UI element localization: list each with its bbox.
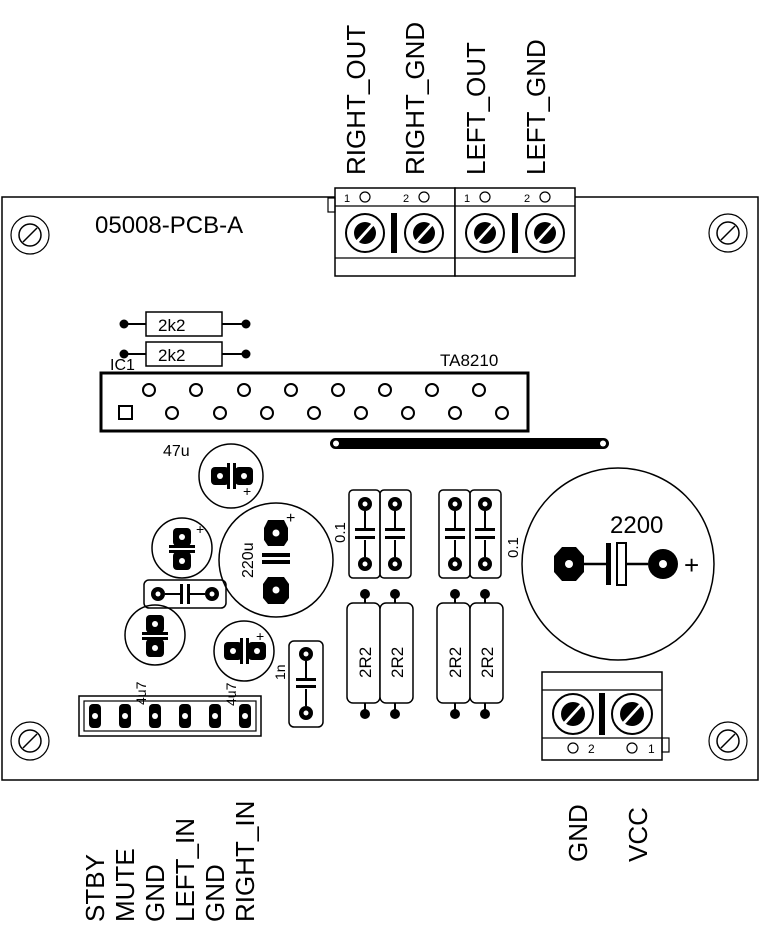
plus-2200: + <box>684 550 699 580</box>
label-right-gnd: RIGHT_GND <box>400 22 430 175</box>
label-2200: 2200 <box>610 512 663 539</box>
capacitor-pair-0.1-right: 0.1 <box>438 489 522 579</box>
label-gnd-input-2: GND <box>200 864 230 922</box>
label-gnd-power: GND <box>563 804 593 862</box>
power-labels: GND VCC <box>563 804 653 862</box>
capacitor-1n: 1n <box>272 640 324 728</box>
ic-ref-label: IC1 <box>110 357 135 374</box>
pin-1-right-out: 1 <box>344 193 350 205</box>
label-4u7-right: 4u7 <box>223 682 239 706</box>
board-title: 05008-PCB-A <box>95 212 243 239</box>
label-mute: MUTE <box>110 848 140 922</box>
pin-1-vcc: 1 <box>648 742 655 756</box>
capacitor-0.1-horizontal <box>143 579 227 609</box>
resistor-2r2-group-right: 2R2 2R2 <box>436 589 504 719</box>
terminal-block-right-out: 1 2 <box>327 187 456 277</box>
input-header <box>78 695 262 737</box>
label-stby: STBY <box>80 854 110 922</box>
plus-220u: + <box>286 510 295 527</box>
pin-2-right-gnd: 2 <box>403 193 409 205</box>
label-2r2-4: 2R2 <box>478 647 497 678</box>
label-4u7-left: 4u7 <box>133 681 149 705</box>
capacitor-pair-0.1-left: 0.1 <box>332 489 412 579</box>
capacitor-47u: + <box>198 443 264 509</box>
label-2r2-1: 2R2 <box>356 647 375 678</box>
plus-4u7-right: + <box>256 628 264 644</box>
label-2k2-bottom: 2k2 <box>158 346 185 365</box>
pin-2-gnd: 2 <box>588 742 595 756</box>
label-vcc: VCC <box>623 807 653 862</box>
resistor-2k2-bottom: 2k2 <box>119 341 251 367</box>
terminal-block-left-out: 1 2 <box>454 187 576 277</box>
pin-2-left-gnd: 2 <box>524 193 530 205</box>
mounting-hole-bottom-right <box>708 721 748 761</box>
top-output-labels: RIGHT_OUT RIGHT_GND LEFT_OUT LEFT_GND <box>341 22 551 175</box>
capacitor-220u: 220u + <box>218 502 334 618</box>
label-right-out: RIGHT_OUT <box>341 25 371 175</box>
resistor-2k2-top: 2k2 <box>119 311 251 337</box>
label-1n: 1n <box>272 664 288 680</box>
label-left-gnd: LEFT_GND <box>521 39 551 175</box>
mounting-hole-top-right <box>708 213 748 253</box>
label-gnd-input: GND <box>140 864 170 922</box>
label-0.1-right: 0.1 <box>505 537 522 558</box>
bottom-input-labels: STBY MUTE GND LEFT_IN GND RIGHT_IN <box>80 801 260 922</box>
capacitor-4u7-left <box>124 604 186 666</box>
plus-small-left-upper: + <box>196 521 204 537</box>
label-left-in: LEFT_IN <box>170 818 200 922</box>
label-0.1-left: 0.1 <box>332 522 349 543</box>
label-2k2-top: 2k2 <box>158 316 185 335</box>
resistor-2r2-group-left: 2R2 2R2 <box>346 589 414 719</box>
pin-1-left-out: 1 <box>464 193 470 205</box>
capacitor-4u7-right: + <box>213 620 275 682</box>
terminal-block-power: 2 1 <box>541 671 670 761</box>
label-2r2-3: 2R2 <box>446 647 465 678</box>
mounting-hole-top-left <box>10 215 50 255</box>
label-left-out: LEFT_OUT <box>461 42 491 175</box>
label-220u: 220u <box>240 542 257 578</box>
label-2r2-2: 2R2 <box>388 647 407 678</box>
jumper-wire <box>330 438 609 449</box>
capacitor-2200: 2200 + <box>521 467 715 661</box>
plus-47u: + <box>243 483 251 499</box>
capacitor-small-left-upper: + <box>151 517 213 579</box>
label-right-in: RIGHT_IN <box>230 801 260 922</box>
label-47u: 47u <box>163 443 190 460</box>
ic-name-label: TA8210 <box>440 351 498 370</box>
ic-ta8210 <box>99 371 530 433</box>
mounting-hole-bottom-left <box>10 721 50 761</box>
